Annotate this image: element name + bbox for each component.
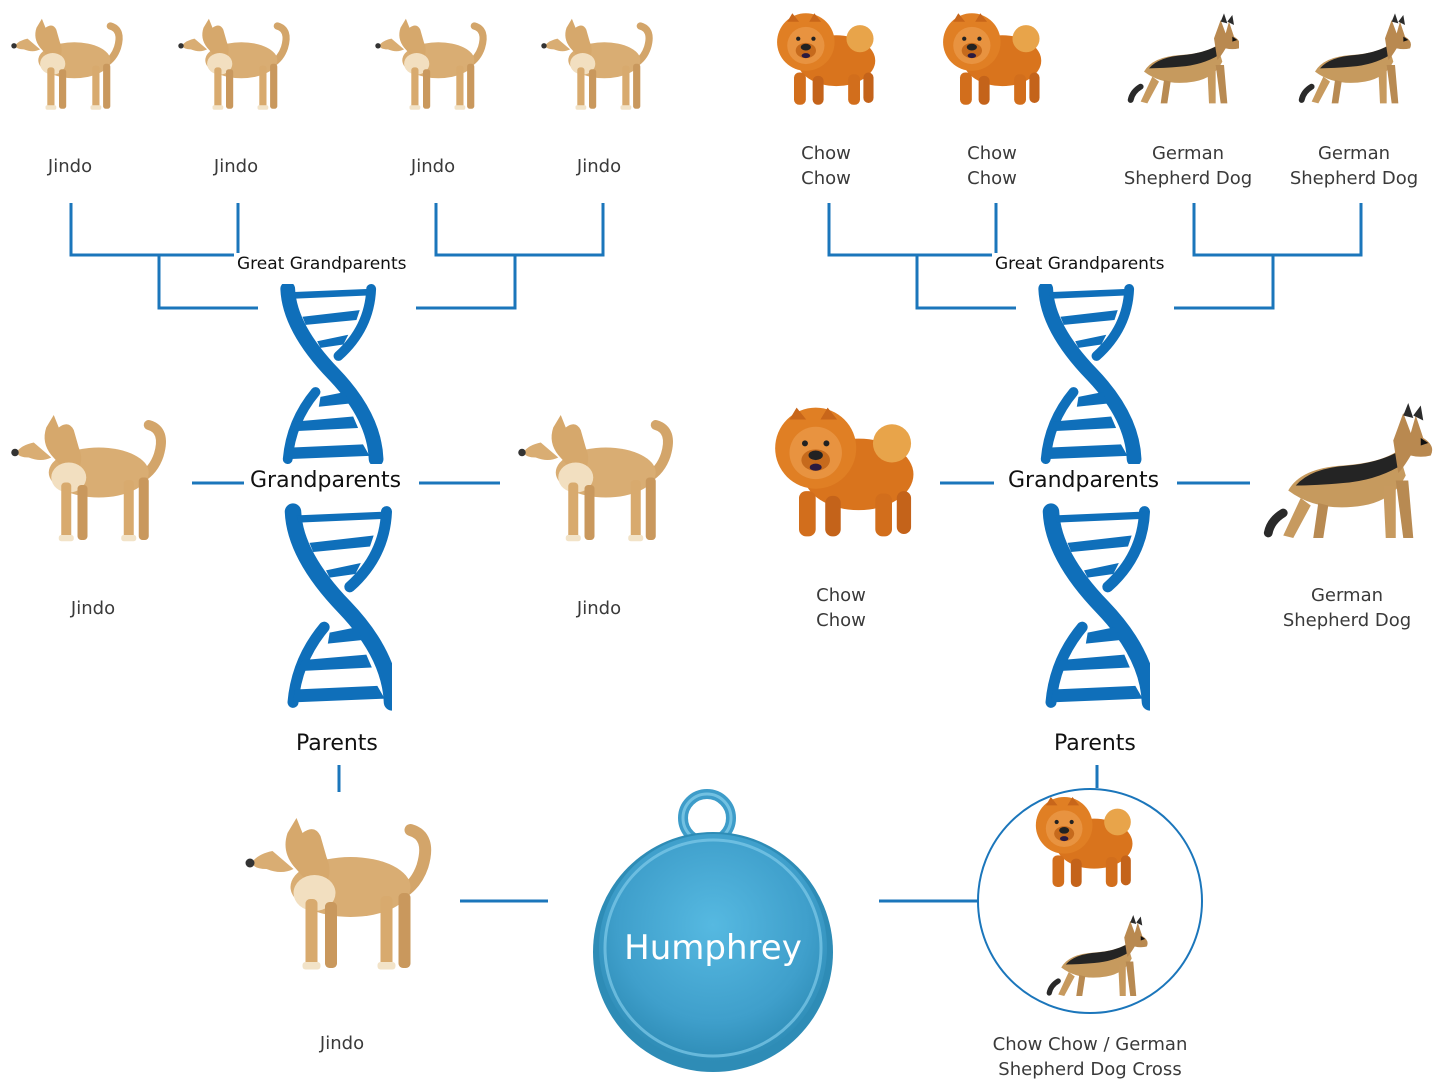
grandparent-label: Chow Chow	[781, 583, 901, 633]
great-grandparents-header-right: Great Grandparents	[992, 253, 1167, 275]
dna-helix-icon	[1051, 512, 1150, 703]
parent-label: Chow Chow / German Shepherd Dog Cross	[975, 1032, 1205, 1082]
chow-chow-dog-icon	[943, 13, 1041, 104]
jindo-dog-icon	[178, 19, 286, 110]
german-shepherd-dog-icon	[1302, 13, 1411, 103]
label-line: Chow Chow / German	[975, 1032, 1205, 1057]
dna-helix-icon	[288, 289, 376, 459]
label-line: Shepherd Dog	[1279, 166, 1429, 191]
label-line: German	[1113, 141, 1263, 166]
label-line: German	[1272, 583, 1422, 608]
german-shepherd-dog-icon	[1131, 13, 1240, 103]
jindo-dog-icon	[518, 415, 668, 541]
great-grandparent-label: Jindo	[549, 154, 649, 179]
dna-helix-icon	[1046, 289, 1134, 459]
grandparent-label: German Shepherd Dog	[1272, 583, 1422, 633]
jindo-dog-icon	[11, 19, 119, 110]
label-line: Chow	[766, 141, 886, 166]
great-grandparent-label: Jindo	[186, 154, 286, 179]
great-grandparent-label: Chow Chow	[932, 141, 1052, 191]
label-line: Chow	[766, 166, 886, 191]
dog-name: Humphrey	[603, 928, 823, 968]
jindo-dog-icon	[11, 415, 161, 541]
grandparent-label: Jindo	[549, 596, 649, 621]
grandparents-header-left: Grandparents	[244, 466, 407, 496]
label-line: German	[1279, 141, 1429, 166]
grandparents-header-right: Grandparents	[1002, 466, 1165, 496]
label-line: Shepherd Dog	[1272, 608, 1422, 633]
great-grandparent-label: Chow Chow	[766, 141, 886, 191]
chow-chow-dog-icon	[777, 13, 875, 104]
grandparent-label: Jindo	[43, 596, 143, 621]
german-shepherd-dog-icon	[1268, 403, 1432, 538]
parents-header-right: Parents	[1048, 729, 1142, 759]
label-line: Shepherd Dog	[1113, 166, 1263, 191]
great-grandparents-header-left: Great Grandparents	[234, 253, 409, 275]
label-line: Chow	[932, 141, 1052, 166]
label-line: Chow	[932, 166, 1052, 191]
label-line: Chow	[781, 608, 901, 633]
jindo-dog-icon	[246, 818, 426, 970]
dna-helix-icon	[293, 512, 392, 703]
parent-label: Jindo	[292, 1031, 392, 1056]
label-line: Shepherd Dog Cross	[975, 1057, 1205, 1082]
chow-chow-dog-icon	[775, 408, 913, 537]
great-grandparent-label: German Shepherd Dog	[1113, 141, 1263, 191]
left-great-grandparent-brackets	[71, 203, 603, 901]
label-line: Chow	[781, 583, 901, 608]
great-grandparent-label: Jindo	[20, 154, 120, 179]
great-grandparent-label: Jindo	[383, 154, 483, 179]
jindo-dog-icon	[541, 19, 649, 110]
parents-header-left: Parents	[290, 729, 384, 759]
jindo-dog-icon	[375, 19, 483, 110]
great-grandparent-label: German Shepherd Dog	[1279, 141, 1429, 191]
